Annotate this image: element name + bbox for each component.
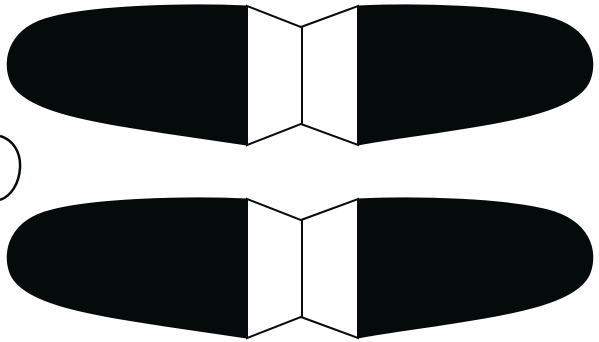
lower-right-arm [358,198,593,338]
upper-right-arm [358,5,593,145]
upper-left-arm [7,5,247,145]
upper-chromosome [7,5,593,145]
left-edge-circle-arc [0,136,20,200]
lower-chromosome [7,198,593,338]
lower-left-arm [7,198,247,338]
